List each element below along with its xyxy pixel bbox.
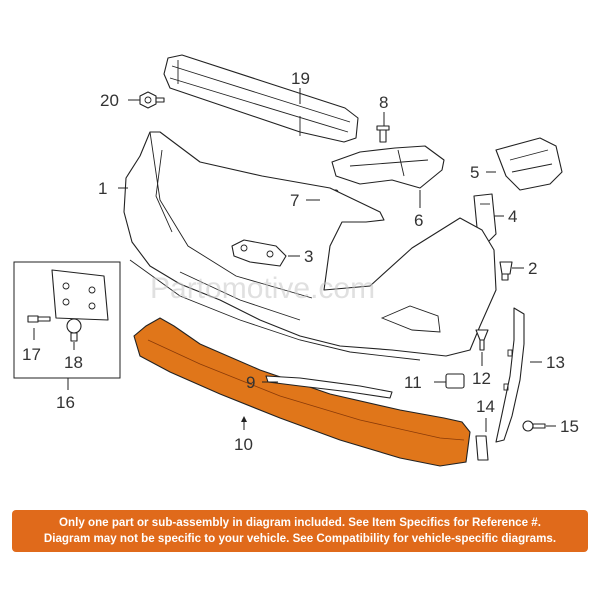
callout-4: 4: [508, 207, 517, 226]
disclaimer-line-1: Only one part or sub-assembly in diagram…: [59, 516, 541, 529]
leader-lines: [33, 88, 556, 432]
part-19-reinforcement-bar: [163, 54, 359, 143]
callout-16: 16: [56, 393, 75, 412]
callout-5: 5: [470, 163, 479, 182]
part-5-side-bracket: [495, 137, 563, 191]
part-10-lower-deflector: [133, 317, 471, 467]
callout-2: 2: [528, 259, 537, 278]
callout-7: 7: [290, 191, 299, 210]
callout-3: 3: [304, 247, 313, 266]
disclaimer-line-2: Diagram may not be specific to your vehi…: [43, 532, 557, 545]
disclaimer-banner: Only one part or sub-assembly in diagram…: [12, 510, 588, 552]
callout-15: 15: [560, 417, 579, 436]
callout-8: 8: [379, 93, 388, 112]
callout-9: 9: [246, 373, 255, 392]
part-8-bolt: [376, 125, 390, 143]
part-12-pin: [475, 329, 489, 351]
part-20-bolt: [139, 91, 165, 109]
part-14-bracket: [475, 435, 489, 461]
callout-19: 19: [291, 69, 310, 88]
callout-13: 13: [546, 353, 565, 372]
callout-20: 20: [100, 91, 119, 110]
callout-labels: 19 20 8 1 5 7 6 4 3 2 17 18 16 9 11 12 1…: [22, 69, 579, 454]
part-16-license-bracket-group: [13, 261, 121, 379]
part-2-clip: [499, 261, 513, 281]
callout-14: 14: [476, 397, 495, 416]
callout-10: 10: [234, 435, 253, 454]
callout-1: 1: [98, 179, 107, 198]
part-6-bracket: [331, 145, 445, 189]
watermark-text: Partomotive.com: [150, 272, 375, 305]
callout-10-arrow: [241, 416, 247, 422]
part-3-bracket: [231, 239, 287, 267]
part-13-side-molding: [495, 307, 525, 443]
callout-12: 12: [472, 369, 491, 388]
part-1-bumper-cover: [123, 131, 497, 361]
callout-18: 18: [64, 353, 83, 372]
callout-17: 17: [22, 345, 41, 364]
part-11-clip: [445, 373, 465, 389]
part-9-trim-strip: [265, 375, 393, 399]
part-15-screw: [522, 420, 546, 432]
callout-6: 6: [414, 211, 423, 230]
callout-11: 11: [404, 373, 422, 392]
